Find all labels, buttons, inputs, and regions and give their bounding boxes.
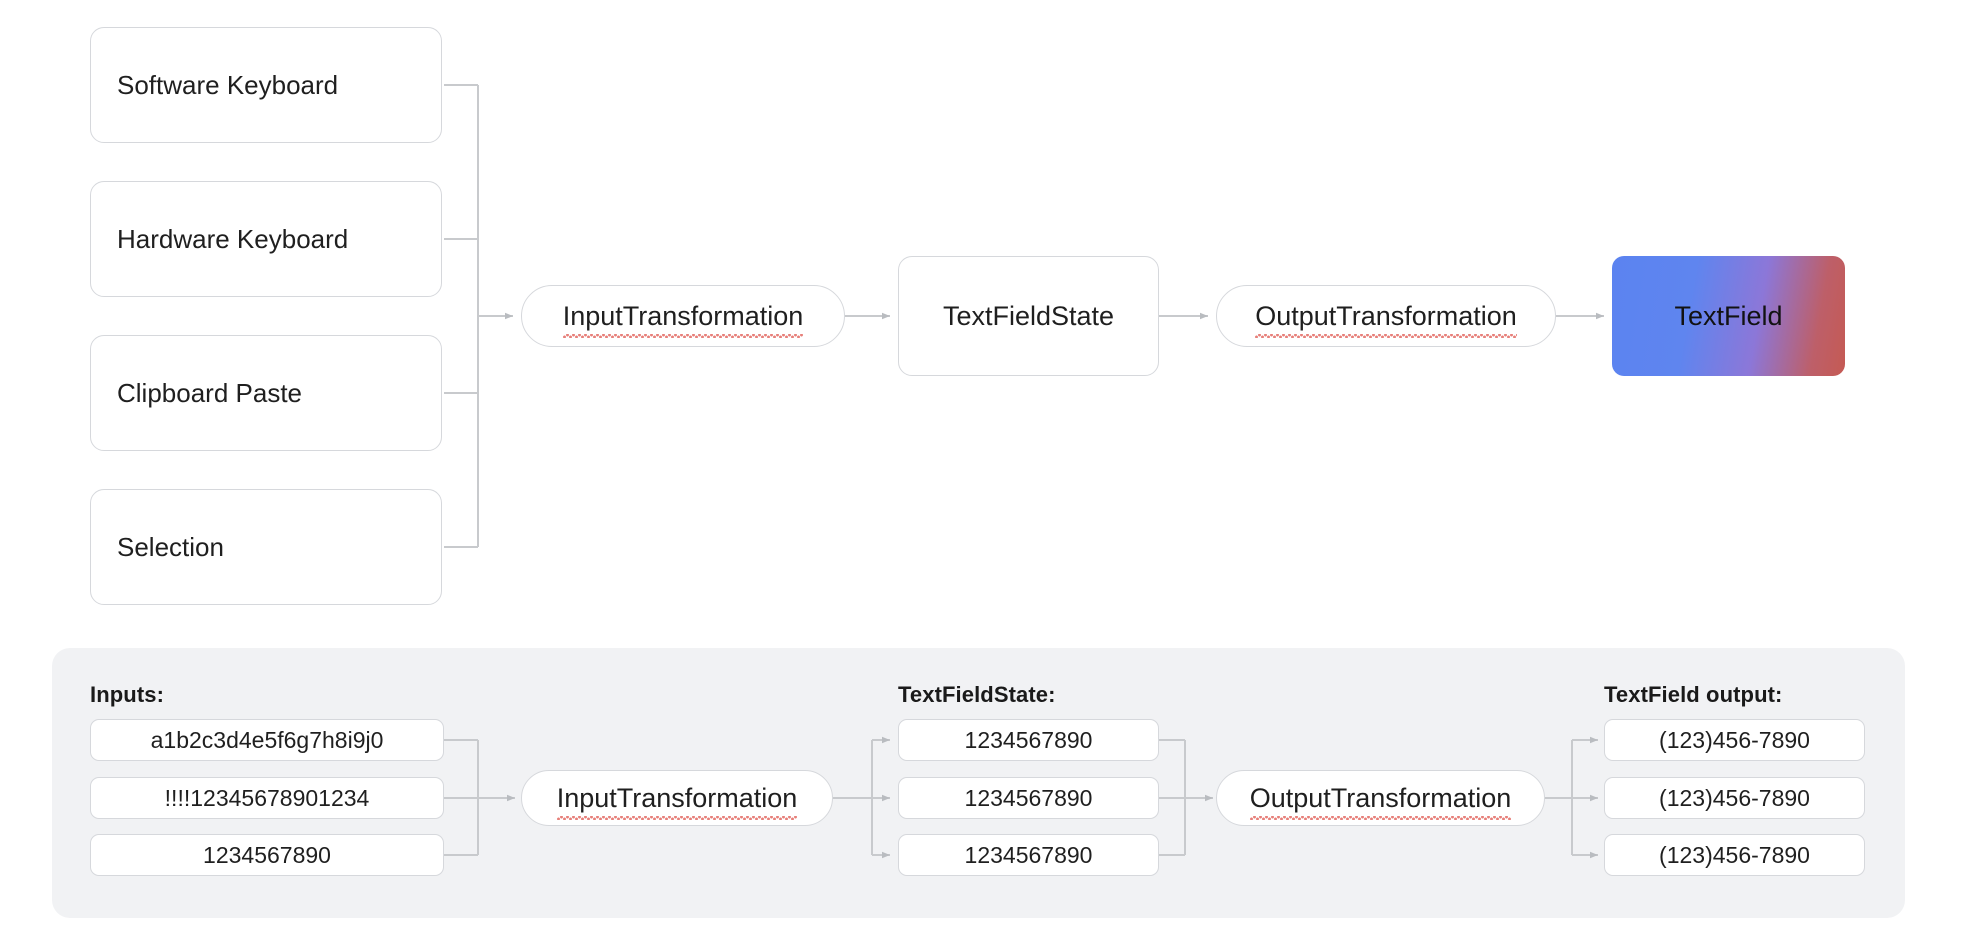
column-heading-textfield-state: TextFieldState: — [898, 682, 1056, 707]
column-heading-inputs: Inputs: — [90, 682, 165, 707]
input-chip[interactable]: !!!!12345678901234 — [90, 777, 444, 819]
source-box-software-keyboard[interactable]: Software Keyboard — [90, 27, 442, 143]
state-chip[interactable]: 1234567890 — [898, 777, 1159, 819]
node-textfield[interactable]: TextField — [1612, 256, 1845, 376]
example-node-output-transformation[interactable]: OutputTransformation — [1216, 770, 1545, 826]
output-chip-value: (123)456-7890 — [1659, 726, 1810, 753]
input-chip-value: a1b2c3d4e5f6g7h8i9j0 — [150, 726, 384, 753]
source-box-clipboard-paste[interactable]: Clipboard Paste — [90, 335, 442, 451]
input-chip[interactable]: a1b2c3d4e5f6g7h8i9j0 — [90, 719, 444, 761]
state-chip[interactable]: 1234567890 — [898, 834, 1159, 876]
input-chip-value: !!!!12345678901234 — [164, 784, 370, 811]
example-node-label: OutputTransformation — [1249, 782, 1512, 820]
output-chip[interactable]: (123)456-7890 — [1604, 834, 1865, 876]
output-chip-value: (123)456-7890 — [1659, 841, 1810, 868]
output-chip-value: (123)456-7890 — [1659, 784, 1810, 811]
source-box-selection[interactable]: Selection — [90, 489, 442, 605]
output-chip[interactable]: (123)456-7890 — [1604, 777, 1865, 819]
state-chip-value: 1234567890 — [964, 784, 1093, 811]
input-chip[interactable]: 1234567890 — [90, 834, 444, 876]
column-heading-textfield-output: TextField output: — [1604, 682, 1783, 707]
output-chip[interactable]: (123)456-7890 — [1604, 719, 1865, 761]
node-textfield-state[interactable]: TextFieldState — [898, 256, 1159, 376]
node-label: TextField — [1674, 300, 1783, 331]
node-output-transformation[interactable]: OutputTransformation — [1216, 285, 1556, 347]
source-label: Software Keyboard — [117, 69, 339, 100]
node-input-transformation[interactable]: InputTransformation — [521, 285, 845, 347]
source-box-hardware-keyboard[interactable]: Hardware Keyboard — [90, 181, 442, 297]
node-label: OutputTransformation — [1255, 300, 1517, 338]
state-chip-value: 1234567890 — [964, 841, 1093, 868]
input-chip-value: 1234567890 — [203, 841, 331, 868]
node-label: InputTransformation — [562, 300, 804, 338]
source-label: Selection — [117, 531, 224, 562]
source-label: Clipboard Paste — [117, 377, 302, 408]
state-chip[interactable]: 1234567890 — [898, 719, 1159, 761]
example-node-input-transformation[interactable]: InputTransformation — [521, 770, 833, 826]
node-label: TextFieldState — [942, 300, 1115, 331]
example-node-label: InputTransformation — [556, 782, 798, 820]
source-label: Hardware Keyboard — [117, 223, 349, 254]
state-chip-value: 1234567890 — [964, 726, 1093, 753]
